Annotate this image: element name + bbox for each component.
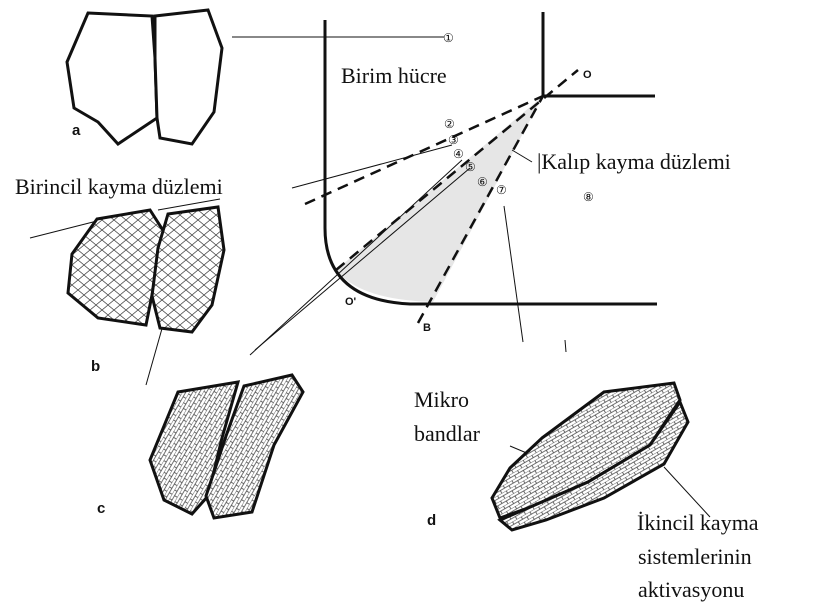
point-8: ⑧ <box>583 190 594 204</box>
point-5: ⑤ <box>465 160 476 174</box>
grain-a-right <box>155 10 222 144</box>
point-6: ⑥ <box>477 175 488 189</box>
point-4: ④ <box>453 147 464 161</box>
leader-primary-slip <box>292 145 452 188</box>
panel-d-letter: d <box>427 512 436 529</box>
leader-die-slip <box>512 150 532 162</box>
point-2: ② <box>444 117 455 131</box>
grain-b <box>68 207 224 332</box>
secondary-slip-label-line2: sistemlerinin <box>638 544 752 569</box>
point-o: O <box>583 69 592 81</box>
unit-cell-label: Birim hücre <box>341 63 447 88</box>
primary-slip-label: Birincil kayma düzlemi <box>15 174 223 199</box>
panel-c-letter: c <box>97 500 105 517</box>
secondary-slip-label-line3: aktivasyonu <box>638 577 744 602</box>
point-7: ⑦ <box>496 183 507 197</box>
micro-bands-label-line2: bandlar <box>414 421 481 446</box>
micro-bands-label-line1: Mikro <box>414 387 469 412</box>
grain-b-left <box>68 210 166 325</box>
die-slip-label: |Kalıp kayma düzlemi <box>537 149 731 174</box>
panel-a-letter: a <box>72 122 81 139</box>
point-1: ① <box>443 31 454 45</box>
panel-b-letter: b <box>91 358 100 375</box>
point-3: ③ <box>448 133 459 147</box>
grain-d <box>492 383 688 530</box>
deformation-zone <box>336 96 543 302</box>
grain-a <box>67 10 222 144</box>
point-o-prime: O' <box>345 296 357 308</box>
tick-mark <box>565 340 566 352</box>
secondary-slip-label-line1: İkincil kayma <box>637 510 759 535</box>
grain-c <box>150 375 303 518</box>
point-b: B <box>423 322 431 334</box>
leader-d <box>504 206 523 342</box>
grain-b-right <box>152 207 224 332</box>
grain-a-left <box>67 13 157 144</box>
die-outer-wall <box>543 12 655 96</box>
